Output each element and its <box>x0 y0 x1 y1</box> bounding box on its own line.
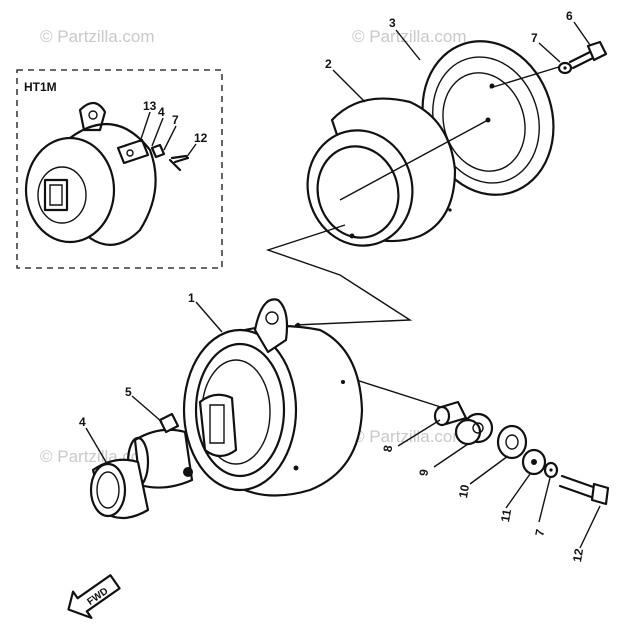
callout-8: 8 <box>380 444 395 453</box>
callout-3: 3 <box>389 16 396 30</box>
watermark-layer: © Partzilla.com © Partzilla.com © Partzi… <box>40 27 467 466</box>
inset-box: HT1M 13 4 7 12 <box>16 69 223 269</box>
leader-lines <box>85 21 601 549</box>
part-11-washer <box>521 448 547 476</box>
fwd-marker: FWD <box>67 574 121 619</box>
part-2-filter-element <box>306 97 457 247</box>
callout-11: 11 <box>498 508 514 523</box>
fwd-arrow-icon <box>67 574 121 619</box>
callout-10: 10 <box>456 483 472 499</box>
callout-12: 12 <box>570 547 586 563</box>
part-7-lockwasher <box>543 461 559 479</box>
inset-callout-13: 13 <box>143 99 157 113</box>
part-4-sleeve <box>89 458 150 520</box>
callout-7-bottom: 7 <box>532 528 547 537</box>
inset-title: HT1M <box>24 80 57 94</box>
part-12-bolt <box>558 474 610 506</box>
watermark-top-left: © Partzilla.com <box>40 27 155 46</box>
callout-5: 5 <box>125 385 132 399</box>
inset-callout-4: 4 <box>158 105 165 119</box>
part-10-washer <box>496 424 528 460</box>
part-5-clamp <box>126 412 194 489</box>
part-8-spacer <box>433 400 468 427</box>
callout-6: 6 <box>566 9 573 23</box>
inset-hardware <box>116 111 197 172</box>
watermark-bottom-right: © Partzilla.com <box>352 427 467 446</box>
part-6-bolt <box>568 40 608 70</box>
callout-1: 1 <box>188 291 195 305</box>
inset-callout-7: 7 <box>172 113 179 127</box>
part-1-housing <box>182 298 364 497</box>
watermark-top-right: © Partzilla.com <box>352 27 467 46</box>
part-9-bushing <box>454 412 494 446</box>
callout-7-top: 7 <box>531 31 538 45</box>
callout-2: 2 <box>325 57 332 71</box>
inset-callout-12: 12 <box>194 131 208 145</box>
inset-housing <box>24 101 157 246</box>
part-7-washer-top <box>557 61 573 75</box>
callout-9: 9 <box>416 468 431 477</box>
callout-4: 4 <box>79 415 86 429</box>
inset-border <box>16 69 223 269</box>
